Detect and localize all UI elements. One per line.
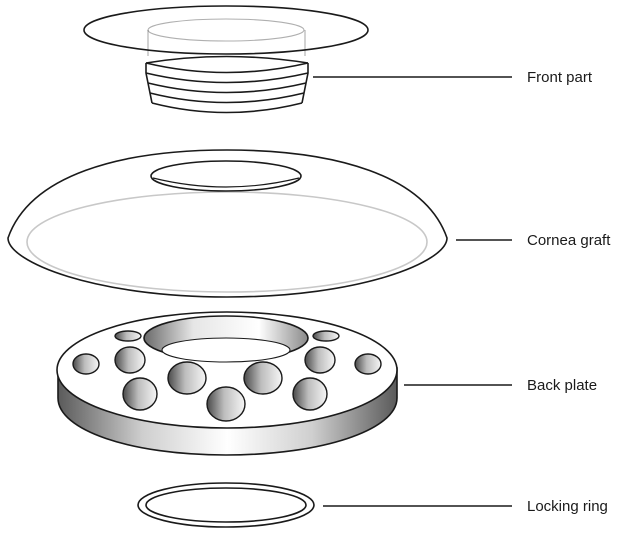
back-plate-holes — [72, 330, 382, 422]
locking-ring: Locking ring — [137, 482, 608, 528]
locking-ring-label: Locking ring — [527, 498, 608, 515]
back-plate-central-bore — [143, 315, 309, 363]
cornea-graft-label: Cornea graft — [527, 232, 611, 249]
back-plate: Back plate — [56, 311, 597, 456]
back-plate-label: Back plate — [527, 377, 597, 394]
cornea-graft-aperture — [150, 160, 302, 192]
front-part-flange — [83, 5, 369, 55]
front-part: Front part — [83, 5, 593, 114]
front-part-threads — [145, 55, 309, 114]
front-part-label: Front part — [527, 69, 593, 86]
cornea-graft: Cornea graft — [7, 149, 611, 298]
